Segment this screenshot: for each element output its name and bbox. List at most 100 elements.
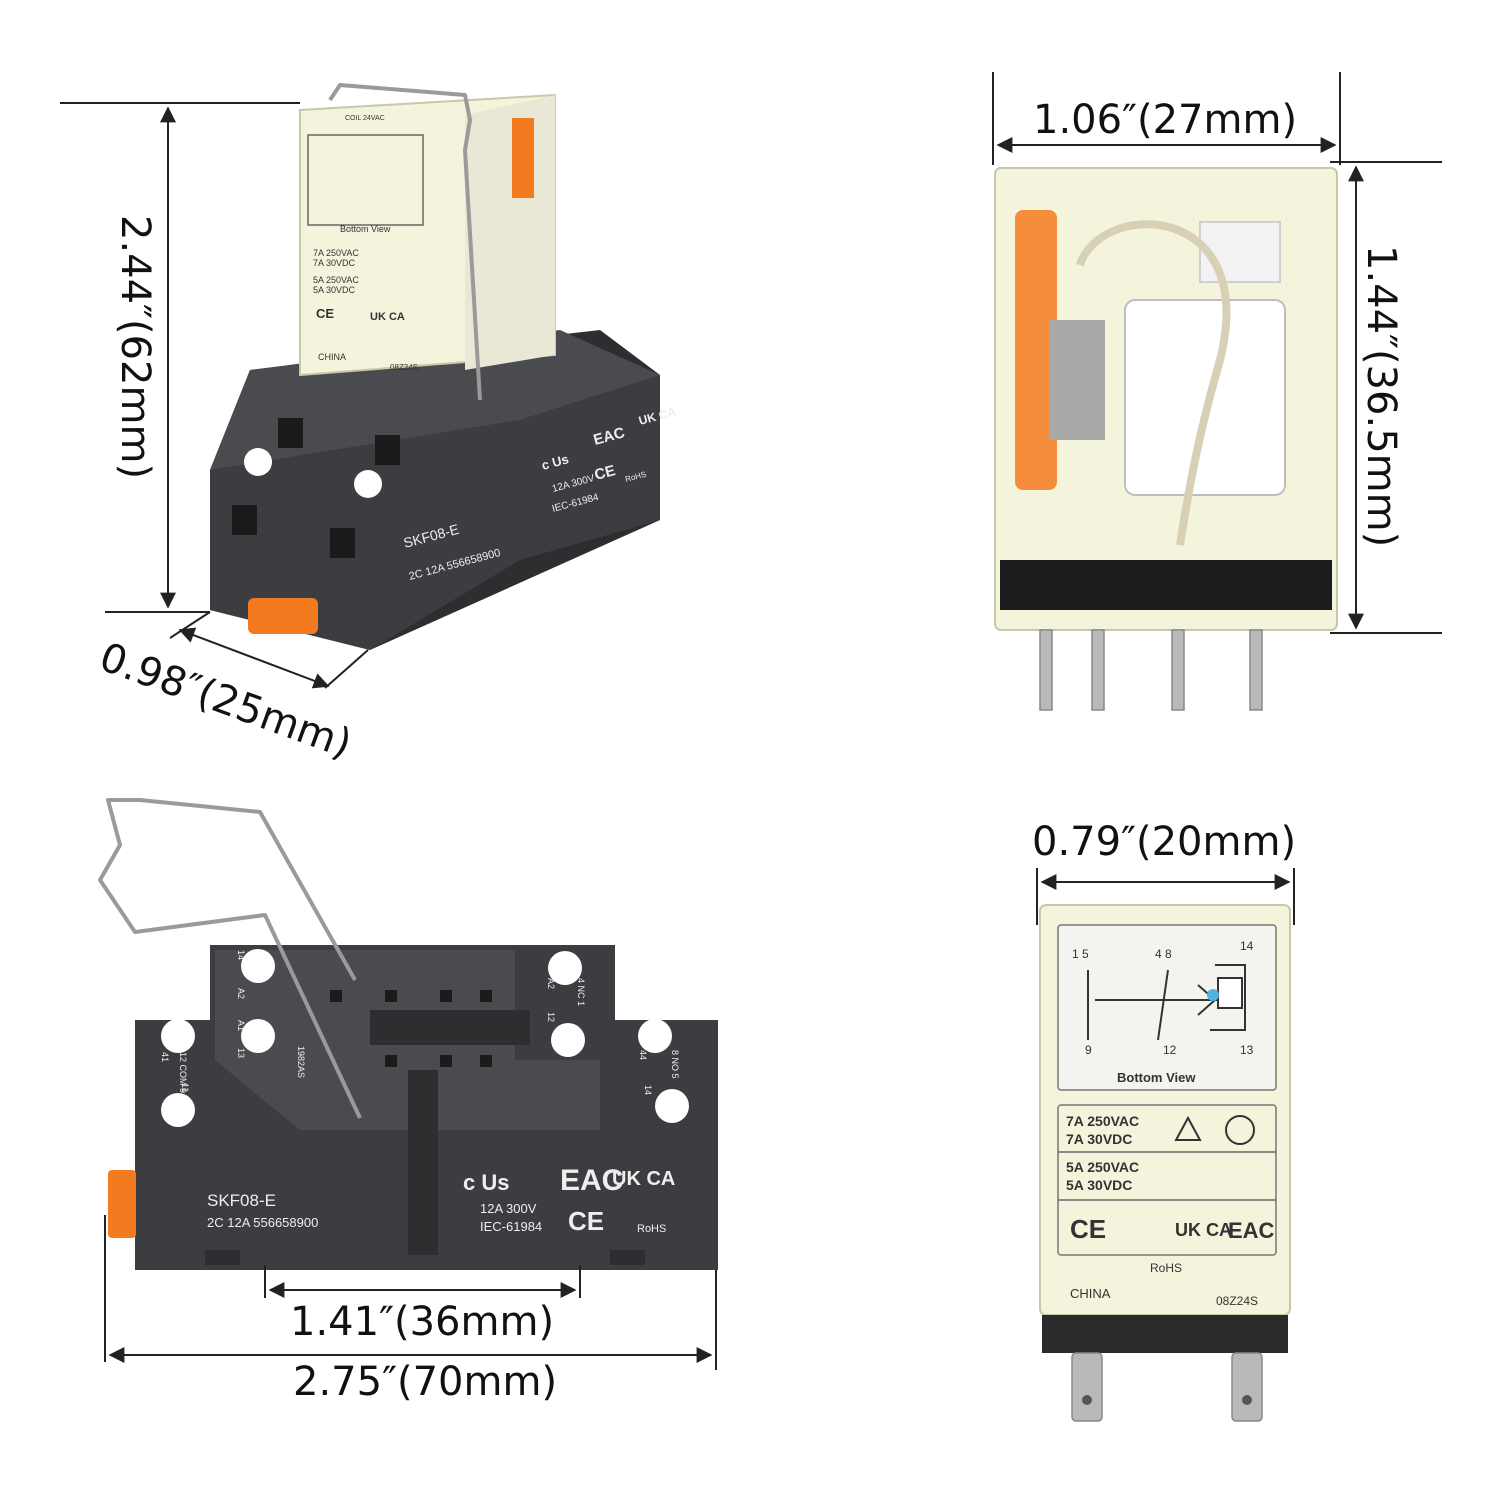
- dimension-label-relay-height: 1.44″(36.5mm): [1358, 245, 1404, 547]
- terminal-hole: [655, 1089, 689, 1123]
- relay-base: [1000, 560, 1332, 610]
- relay-rating-5ac: 5A 250VAC: [1066, 1159, 1139, 1175]
- dimension-relay-side-width: 0.79″(20mm): [1032, 819, 1296, 925]
- relay-ukca-mark: UK CA: [1175, 1220, 1232, 1240]
- relay-test-lever: [512, 118, 534, 198]
- relay-pin-12: 12: [1163, 1043, 1177, 1057]
- relay-rating-7dc: 7A 30VDC: [313, 258, 356, 268]
- pin-receptacle: [440, 1055, 452, 1067]
- relay-pins-left: 1 5: [1072, 947, 1089, 961]
- relay-pin: [1039, 629, 1053, 711]
- dimension-socket-length: 2.75″(70mm): [104, 1215, 717, 1405]
- relay-ce-mark: CE: [1070, 1214, 1106, 1244]
- relay-view-label: Bottom View: [1117, 1070, 1196, 1085]
- dimension-label-assembly-depth: 0.98″(25mm): [94, 634, 358, 768]
- socket-top-view: A2 A1 14 13 41 11 12 COM 9 1982AS A2 4 N…: [98, 798, 718, 1270]
- relay-pin-13: 13: [1240, 1043, 1254, 1057]
- terminal-hole: [354, 470, 382, 498]
- socket-ukca-mark: UK CA: [612, 1168, 675, 1190]
- socket-ce-mark: CE: [568, 1206, 604, 1236]
- dimension-socket-mount-spacing: 1.41″(36mm): [264, 1265, 581, 1345]
- relay-coil-label: COIL 24VAC: [345, 115, 385, 122]
- relay-rating-7ac: 7A 250VAC: [1066, 1113, 1139, 1129]
- relay-cover-side: [465, 95, 555, 370]
- relay-rating-5dc: 5A 30VDC: [313, 285, 356, 295]
- terminal-label-a2-right: A2: [546, 978, 556, 989]
- relay-coil-lead-wire: [1076, 220, 1231, 546]
- relay-view-label: Bottom View: [340, 224, 391, 234]
- relay-led-indicator: [1207, 989, 1219, 1001]
- terminal-screw: [375, 435, 400, 465]
- pin-receptacle: [330, 990, 342, 1002]
- retaining-clip-wire: [98, 798, 362, 1119]
- socket-foot: [610, 1250, 645, 1265]
- terminal-screw: [278, 418, 303, 448]
- dimension-label-socket-mount-spacing: 1.41″(36mm): [290, 1299, 554, 1345]
- dimension-label-relay-side-width: 0.79″(20mm): [1032, 819, 1296, 865]
- relay-rating-5ac: 5A 250VAC: [313, 275, 359, 285]
- relay-date-code: 08Z24S: [390, 363, 418, 372]
- socket-eac-mark: EAC: [560, 1164, 623, 1197]
- terminal-hole: [241, 949, 275, 983]
- relay-test-lever: [1015, 210, 1057, 490]
- extension-line: [324, 649, 369, 689]
- socket-ce-mark: CE: [593, 462, 618, 484]
- socket-din-slot: [408, 1070, 438, 1255]
- socket-model-text: SKF08-E: [207, 1191, 276, 1210]
- relay-ce-mark: CE: [316, 306, 334, 321]
- terminal-hole: [161, 1093, 195, 1127]
- relay-pin-hole: [1242, 1395, 1252, 1405]
- pin-receptacle: [440, 990, 452, 1002]
- relay-rating-7dc: 7A 30VDC: [1066, 1131, 1132, 1147]
- terminal-label-14: 14: [236, 950, 246, 960]
- dimension-arrow: [178, 627, 330, 689]
- socket-rating-text: 12A 300V: [480, 1201, 537, 1216]
- orange-release-clip: [108, 1170, 136, 1238]
- pin-receptacle: [480, 990, 492, 1002]
- relay-eac-mark: EAC: [1228, 1218, 1275, 1243]
- socket-spec-text: 2C 12A 556658900: [207, 1215, 318, 1230]
- relay-pin-14: 14: [1240, 939, 1254, 953]
- relay-pin-9: 9: [1085, 1043, 1092, 1057]
- socket-ul-mark: c Us: [463, 1170, 509, 1195]
- dimension-relay-width: 1.06″(27mm): [992, 72, 1341, 165]
- terminal-label-a1: A1: [236, 1020, 246, 1031]
- relay-pin: [1171, 629, 1185, 711]
- dimension-assembly-height: 2.44″(62mm): [60, 102, 300, 613]
- relay-rating-panel: [1057, 1104, 1277, 1256]
- terminal-hole: [548, 951, 582, 985]
- relay-origin-text: CHINA: [318, 352, 346, 362]
- relay-pin: [1249, 629, 1263, 711]
- warning-triangle-icon: [1174, 1115, 1202, 1141]
- terminal-label-12-right: 12: [546, 1012, 556, 1022]
- socket-foot: [205, 1250, 240, 1265]
- retaining-clip-wire: [328, 83, 482, 401]
- socket-standard-text: IEC-61984: [480, 1219, 542, 1234]
- terminal-label-no: 8 NO 5: [670, 1050, 680, 1079]
- terminal-label-a2: A2: [236, 988, 246, 999]
- relay-front-view: [994, 167, 1338, 711]
- relay-side-view: 1 5 4 8 14 9 12 13 Bottom View 7A 250VAC…: [1039, 904, 1291, 1422]
- terminal-hole: [551, 1023, 585, 1057]
- socket-ul-mark: c Us: [540, 451, 570, 473]
- dimension-label-socket-length: 2.75″(70mm): [293, 1359, 557, 1405]
- socket-right-face: [520, 375, 660, 560]
- relay-pins-mid: 4 8: [1155, 947, 1172, 961]
- terminal-hole: [241, 1019, 275, 1053]
- terminal-hole: [244, 448, 272, 476]
- relay-coil-symbol: [1217, 977, 1243, 1009]
- socket-rohs-mark: RoHS: [637, 1223, 666, 1235]
- relay-coil: [1124, 299, 1286, 496]
- relay-origin-text: CHINA: [1070, 1286, 1111, 1301]
- relay-rating-5dc: 5A 30VDC: [1066, 1177, 1132, 1193]
- relay-pin: [1071, 1352, 1103, 1422]
- relay-pin: [1231, 1352, 1263, 1422]
- socket-center-slot: [370, 1010, 530, 1045]
- extension-line: [169, 611, 211, 639]
- socket-date-code: 1982AS: [296, 1046, 306, 1078]
- pin-receptacle: [385, 990, 397, 1002]
- pin-receptacle: [480, 1055, 492, 1067]
- terminal-label-44: 44: [638, 1050, 648, 1060]
- socket-front-face: [210, 420, 520, 650]
